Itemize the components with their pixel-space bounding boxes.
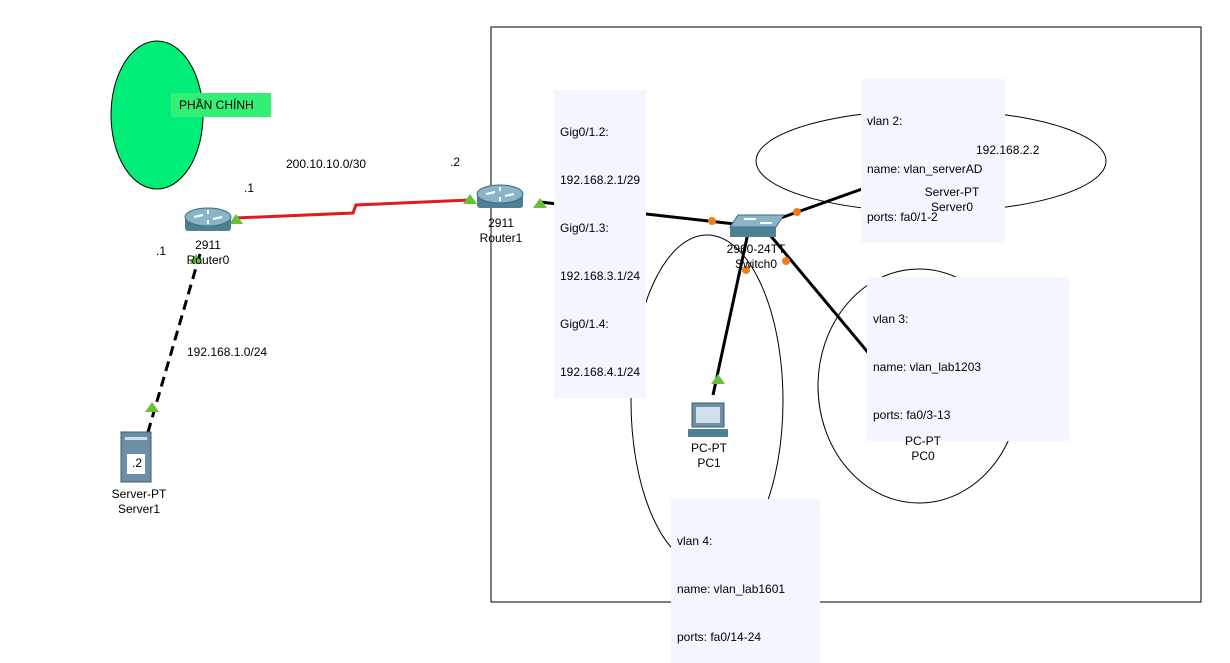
device-name: PC0: [911, 449, 935, 463]
server1-label: Server-PT Server1: [94, 487, 184, 517]
vlan2-note[interactable]: vlan 2: name: vlan_serverAD ports: fa0/1…: [861, 79, 1005, 243]
lan-subnet-label: 192.168.1.0/24: [187, 345, 268, 359]
pc1-label: PC-PT PC1: [664, 441, 754, 471]
switch0-label: 2960-24TT Switch0: [711, 242, 801, 272]
wan-subnet-label: 200.10.10.0/30: [286, 157, 367, 171]
port-indicator: [782, 257, 790, 265]
interface-ip: 192.168.2.1/29: [560, 173, 641, 187]
port-indicator: [742, 266, 750, 274]
vlan-id: vlan 3:: [873, 312, 909, 326]
device-model: Server-PT: [111, 487, 167, 501]
interface-name: Gig0/1.2:: [560, 125, 609, 139]
vlan-name: name: vlan_lab1601: [677, 582, 786, 596]
port-indicator: [189, 254, 203, 264]
device-model: PC-PT: [691, 441, 727, 455]
vlan-id: vlan 2:: [867, 114, 903, 128]
router1-interfaces-note[interactable]: Gig0/1.2: 192.168.2.1/29 Gig0/1.3: 192.1…: [554, 90, 647, 398]
interface-ip: 192.168.4.1/24: [560, 365, 641, 379]
serial-link-router0-router1[interactable]: [234, 198, 471, 220]
pc0-label: PC-PT PC0: [878, 434, 968, 464]
device-model: 2960-24TT: [726, 242, 786, 256]
server0-ip-label: 192.168.2.2: [976, 143, 1040, 157]
vlan-ports: ports: fa0/3-13: [873, 408, 951, 422]
vlan4-note[interactable]: vlan 4: name: vlan_lab1601 ports: fa0/14…: [671, 499, 820, 663]
router0-wan-host-label: .1: [244, 181, 255, 195]
router1-icon[interactable]: [476, 184, 524, 208]
port-indicator: [145, 402, 159, 412]
port-indicator: [533, 198, 547, 208]
pc1-icon[interactable]: [688, 402, 728, 437]
vlan-name: name: vlan_serverAD: [867, 162, 983, 176]
device-name: Server0: [930, 200, 974, 214]
router1-wan-host-label: .2: [450, 155, 461, 169]
port-indicator: [793, 208, 801, 216]
link-switch0-pc1[interactable]: [711, 232, 750, 396]
port-indicator: [229, 214, 243, 224]
interface-ip: 192.168.3.1/24: [560, 269, 641, 283]
device-model: PC-PT: [905, 434, 941, 448]
device-model: 2911: [488, 216, 514, 230]
server0-label: Server-PT Server0: [907, 185, 997, 215]
server1-icon[interactable]: [120, 431, 152, 483]
device-name: Router1: [479, 231, 523, 245]
port-indicator: [708, 217, 716, 225]
port-indicator: [463, 194, 477, 204]
router0-lan-host-label: .1: [156, 244, 167, 258]
device-name: Router0: [186, 253, 230, 267]
device-name: Switch0: [734, 257, 778, 271]
interface-name: Gig0/1.3:: [560, 221, 609, 235]
link-router0-server1[interactable]: [146, 253, 202, 433]
port-indicator: [711, 374, 725, 384]
vlan-name: name: vlan_lab1203: [873, 360, 982, 374]
vlan-id: vlan 4:: [677, 534, 713, 548]
vlan-ports: ports: fa0/14-24: [677, 630, 762, 644]
vlan3-note[interactable]: vlan 3: name: vlan_lab1203 ports: fa0/3-…: [867, 277, 1069, 441]
switch0-icon[interactable]: [729, 214, 785, 237]
router0-label: 2911 Router0: [163, 238, 253, 268]
building-rectangle[interactable]: [490, 26, 1202, 603]
router1-label: 2911 Router1: [456, 216, 546, 246]
vlan-ports: ports: fa0/1-2: [867, 210, 938, 224]
interface-name: Gig0/1.4:: [560, 317, 609, 331]
device-name: PC1: [697, 456, 721, 470]
device-model: Server-PT: [924, 185, 980, 199]
area-label: PHẦN CHÍNH: [171, 93, 271, 117]
device-name: Server1: [117, 502, 161, 516]
device-model: 2911: [195, 238, 221, 252]
router0-icon[interactable]: [184, 207, 232, 231]
server1-host-label: .2: [132, 456, 143, 470]
